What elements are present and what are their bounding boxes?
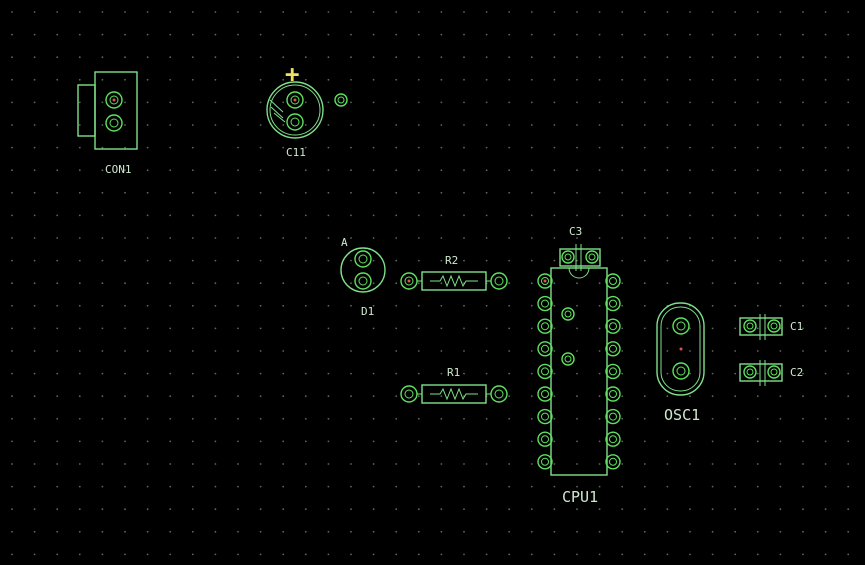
d1-ref-label: D1 bbox=[361, 305, 374, 318]
cpu1-pin-right-3[interactable] bbox=[605, 318, 621, 334]
cpu1-pin-right-9[interactable] bbox=[605, 454, 621, 470]
cpu1-pin-left-5[interactable] bbox=[537, 363, 553, 380]
osc1-outline bbox=[656, 302, 705, 396]
osc1-pad-1[interactable] bbox=[672, 317, 690, 335]
c11-pad-2[interactable] bbox=[286, 113, 304, 131]
component-cpu1[interactable]: CPU1 bbox=[537, 267, 621, 506]
con1-outline bbox=[94, 71, 138, 150]
component-c2[interactable]: C2 bbox=[739, 360, 803, 386]
c1-body bbox=[739, 317, 783, 336]
r2-ref-label: R2 bbox=[445, 254, 458, 267]
r2-pad-1[interactable] bbox=[400, 272, 418, 290]
c11-pad-1[interactable] bbox=[286, 91, 304, 109]
osc1-ref-label: OSC1 bbox=[664, 406, 700, 424]
d1-anode-label: A bbox=[341, 236, 348, 249]
component-c1[interactable]: C1 bbox=[739, 314, 803, 340]
component-con1[interactable]: CON1 bbox=[77, 71, 138, 176]
c11-outline bbox=[266, 81, 324, 139]
r1-ref-label: R1 bbox=[447, 366, 460, 379]
cpu1-inner-via-1[interactable] bbox=[561, 307, 575, 321]
osc1-center-mark bbox=[679, 347, 683, 351]
cpu1-pin-left-4[interactable] bbox=[537, 341, 553, 357]
c1-ref-label: C1 bbox=[790, 320, 803, 333]
cpu1-pin-right-4[interactable] bbox=[605, 341, 621, 357]
c2-ref-label: C2 bbox=[790, 366, 803, 379]
c2-pad-2[interactable] bbox=[767, 365, 781, 379]
c3-ref-label: C3 bbox=[569, 225, 582, 238]
cpu1-pin-left-6[interactable] bbox=[537, 386, 553, 402]
r1-zigzag bbox=[430, 387, 478, 401]
cpu1-pin-right-6[interactable] bbox=[605, 386, 621, 402]
c2-pad-1[interactable] bbox=[743, 365, 757, 379]
component-d1[interactable]: A D1 bbox=[340, 236, 386, 318]
d1-pad-cathode[interactable] bbox=[354, 272, 372, 290]
r2-pad-2[interactable] bbox=[490, 272, 508, 290]
cpu1-pin-right-7[interactable] bbox=[605, 408, 621, 425]
component-r2[interactable]: R2 bbox=[400, 254, 508, 291]
cpu1-notch bbox=[568, 267, 590, 279]
cpu1-outline bbox=[550, 267, 608, 476]
component-c3[interactable]: C3 bbox=[559, 225, 601, 271]
osc1-pad-2[interactable] bbox=[672, 362, 690, 380]
con1-pad-2[interactable] bbox=[105, 114, 123, 132]
d1-pad-anode[interactable] bbox=[354, 250, 372, 268]
cpu1-pin-right-1[interactable] bbox=[605, 273, 621, 289]
cpu1-pin-left-8[interactable] bbox=[537, 431, 553, 447]
cpu1-pin-left-2[interactable] bbox=[537, 295, 553, 312]
grid-dots bbox=[11, 11, 850, 556]
component-osc1[interactable]: OSC1 bbox=[656, 302, 705, 424]
c3-body bbox=[559, 248, 601, 267]
con1-ref-label: CON1 bbox=[105, 163, 132, 176]
con1-pad-1[interactable] bbox=[105, 91, 123, 109]
c11-hatch bbox=[269, 99, 286, 123]
cpu1-ref-label: CPU1 bbox=[562, 488, 598, 506]
r1-pad-2[interactable] bbox=[490, 385, 508, 403]
r1-pad-1[interactable] bbox=[400, 385, 418, 403]
c3-pad-1[interactable] bbox=[561, 250, 575, 264]
via[interactable] bbox=[334, 93, 348, 107]
cpu1-pin-left-9[interactable] bbox=[537, 454, 553, 470]
c1-pad-1[interactable] bbox=[743, 319, 757, 333]
c11-ref-label: C11 bbox=[286, 146, 306, 159]
cpu1-pin-right-5[interactable] bbox=[605, 363, 621, 380]
cpu1-inner-via-2[interactable] bbox=[561, 352, 575, 366]
c3-pad-2[interactable] bbox=[585, 250, 599, 264]
cpu1-pins bbox=[537, 273, 621, 470]
c11-polarity-plus: + bbox=[285, 60, 299, 88]
cpu1-pin-left-7[interactable] bbox=[537, 408, 553, 425]
con1-latch bbox=[77, 84, 96, 137]
cpu1-pin-right-8[interactable] bbox=[605, 431, 621, 447]
r2-zigzag bbox=[430, 274, 478, 288]
component-c11[interactable]: + C11 bbox=[266, 60, 324, 159]
cpu1-pin-left-3[interactable] bbox=[537, 318, 553, 334]
component-r1[interactable]: R1 bbox=[400, 366, 508, 404]
cpu1-pin-right-2[interactable] bbox=[605, 295, 621, 312]
c1-pad-2[interactable] bbox=[767, 319, 781, 333]
d1-outline bbox=[340, 247, 386, 293]
c2-body bbox=[739, 363, 783, 382]
cpu1-pin-left-1[interactable] bbox=[537, 273, 553, 289]
